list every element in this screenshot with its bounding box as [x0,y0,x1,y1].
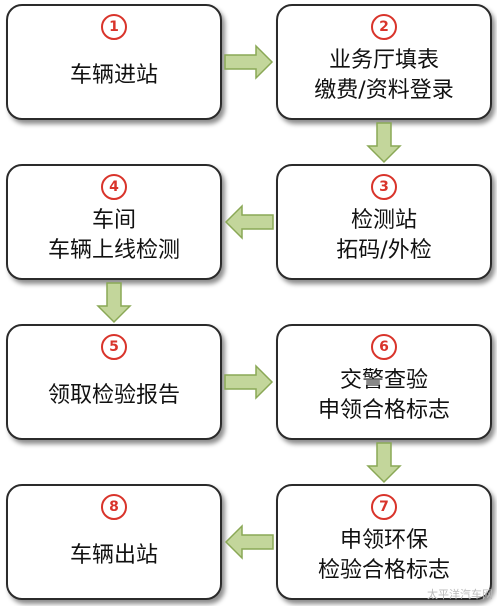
step-number: 5 [101,334,127,360]
step-2-box: 2 业务厅填表 缴费/资料登录 [276,4,492,120]
watermark: 太平洋汽车网 [427,588,493,601]
arrow-down-icon [366,442,402,484]
step-1-box: 1 车辆进站 [6,4,222,120]
arrow-left-icon [224,204,274,240]
step-label-sub: 申领合格标志 [317,398,450,423]
step-label: 车辆进站 [69,63,158,88]
arrow-right-icon [224,364,274,400]
step-number: 7 [371,494,397,520]
step-label: 检测站 [350,208,417,233]
step-label: 交警查验 [339,368,428,393]
step-label: 业务厅填表 [328,48,439,73]
arrow-down-icon [366,122,402,164]
arrow-right-icon [224,44,274,80]
arrow-left-icon [224,524,274,560]
arrow-down-icon [96,282,132,324]
step-label: 申领环保 [339,528,428,553]
step-number: 6 [371,334,397,360]
step-label: 车辆出站 [69,543,158,568]
step-3-box: 3 检测站 拓码/外检 [276,164,492,280]
step-number: 1 [101,14,127,40]
step-8-box: 8 车辆出站 [6,484,222,600]
step-6-box: 6 交警查验 申领合格标志 [276,324,492,440]
step-number: 3 [371,174,397,200]
step-4-box: 4 车间 车辆上线检测 [6,164,222,280]
step-label-sub: 检验合格标志 [317,558,450,583]
step-label: 车间 [91,208,136,233]
step-5-box: 5 领取检验报告 [6,324,222,440]
step-7-box: 7 申领环保 检验合格标志 [276,484,492,600]
step-number: 4 [101,174,127,200]
step-label: 领取检验报告 [47,383,180,408]
step-label-sub: 缴费/资料登录 [314,78,454,103]
step-label-sub: 拓码/外检 [336,238,432,263]
step-number: 2 [371,14,397,40]
step-number: 8 [101,494,127,520]
step-label-sub: 车辆上线检测 [47,238,180,263]
